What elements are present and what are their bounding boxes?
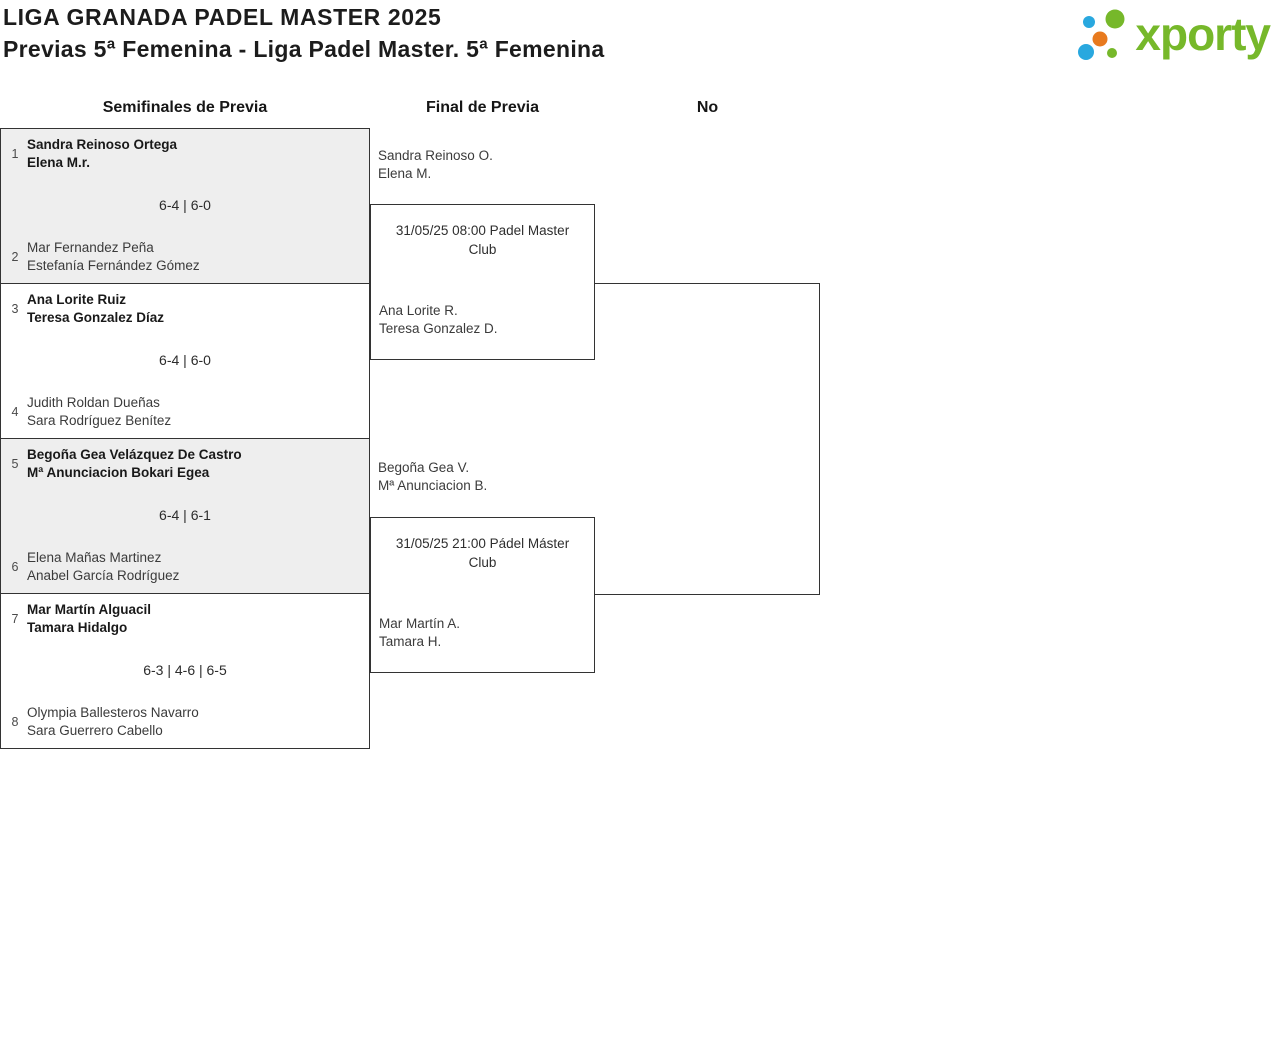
match-score: 6-4 | 6-0 [159,352,211,368]
advancing-team: Mar Martín A. Tamara H. [379,615,460,651]
seed-number: 7 [11,612,19,626]
team-names-winner: Begoña Gea Velázquez De Castro Mª Anunci… [27,446,242,482]
column-header-semifinales: Semifinales de Previa [102,99,268,116]
column-header-final-previa: Final de Previa [426,99,539,116]
match-score: 6-3 | 4-6 | 6-5 [143,662,227,678]
advancing-team: Sandra Reinoso O. Elena M. [378,147,493,183]
xporty-logo-text: xporty [1135,8,1271,60]
team-row: 7 Mar Martín Alguacil Tamara Hidalgo [6,601,363,637]
player-name: Teresa Gonzalez D. [379,321,498,336]
final-slot-box [595,283,820,595]
team-names-winner: Ana Lorite Ruiz Teresa Gonzalez Díaz [27,291,164,327]
column-header-no: No [696,99,719,116]
page-title: LIGA GRANADA PADEL MASTER 2025 [3,4,442,30]
player-name: Ana Lorite R. [379,303,458,318]
xporty-logo[interactable]: xporty [1067,4,1271,64]
team-row: 1 Sandra Reinoso Ortega Elena M.r. [6,136,363,172]
semifinal-match-3[interactable]: 5 Begoña Gea Velázquez De Castro Mª Anun… [0,438,370,594]
seed-number: 4 [11,405,19,419]
player-name: Anabel García Rodríguez [27,568,180,583]
team-row: 8 Olympia Ballesteros Navarro Sara Guerr… [6,704,363,740]
team-names: Mar Fernandez Peña Estefanía Fernández G… [27,239,200,275]
seed-number: 3 [11,302,19,316]
advancing-team: Ana Lorite R. Teresa Gonzalez D. [379,302,498,338]
player-name: Sandra Reinoso O. [378,148,493,163]
xporty-logo-dots-icon [1067,4,1129,64]
player-name: Begoña Gea V. [378,460,470,475]
team-names: Judith Roldan Dueñas Sara Rodríguez Bení… [27,394,171,430]
team-names: Olympia Ballesteros Navarro Sara Guerrer… [27,704,199,740]
match-score: 6-4 | 6-0 [159,197,211,213]
player-name: Estefanía Fernández Gómez [27,258,200,273]
player-name: Mar Fernandez Peña [27,240,154,255]
page-subtitle: Previas 5ª Femenina - Liga Padel Master.… [3,36,605,62]
player-name: Sara Rodríguez Benítez [27,413,172,428]
semifinal-match-2[interactable]: 3 Ana Lorite Ruiz Teresa Gonzalez Díaz 6… [0,283,370,439]
seed-number: 5 [11,457,19,471]
team-row: 2 Mar Fernandez Peña Estefanía Fernández… [6,239,363,275]
match-score: 6-4 | 6-1 [159,507,211,523]
seed-number: 1 [11,147,19,161]
player-name: Mª Anunciacion B. [378,478,488,493]
team-row: 3 Ana Lorite Ruiz Teresa Gonzalez Díaz [6,291,363,327]
team-row: 4 Judith Roldan Dueñas Sara Rodríguez Be… [6,394,363,430]
player-name: Mar Martín A. [379,616,461,631]
player-name: Elena M.r. [27,155,91,170]
player-name: Tamara H. [379,634,442,649]
player-name: Sandra Reinoso Ortega [27,137,178,152]
player-name: Elena M. [378,166,432,181]
player-name: Mar Martín Alguacil [27,602,152,617]
final-previa-match-2[interactable]: 31/05/25 21:00 Pádel Máster Club Mar Mar… [370,517,595,673]
seed-number: 8 [11,715,19,729]
match-schedule: 31/05/25 21:00 Pádel Máster Club [395,536,570,570]
player-name: Tamara Hidalgo [27,620,128,635]
team-row: 6 Elena Mañas Martinez Anabel García Rod… [6,549,363,585]
player-name: Judith Roldan Dueñas [27,395,160,410]
advancing-team: Begoña Gea V. Mª Anunciacion B. [378,459,487,495]
seed-number: 6 [11,560,19,574]
player-name: Begoña Gea Velázquez De Castro [27,447,242,462]
player-name: Olympia Ballesteros Navarro [27,705,199,720]
semifinal-match-1[interactable]: 1 Sandra Reinoso Ortega Elena M.r. 6-4 |… [0,128,370,284]
player-name: Sara Guerrero Cabello [27,723,163,738]
seed-number: 2 [11,250,19,264]
final-previa-match-1[interactable]: 31/05/25 08:00 Padel Master Club Ana Lor… [370,204,595,360]
player-name: Teresa Gonzalez Díaz [27,310,165,325]
match-schedule: 31/05/25 08:00 Padel Master Club [395,223,570,257]
player-name: Elena Mañas Martinez [27,550,162,565]
team-names: Elena Mañas Martinez Anabel García Rodrí… [27,549,179,585]
semifinal-match-4[interactable]: 7 Mar Martín Alguacil Tamara Hidalgo 6-3… [0,593,370,749]
team-names-winner: Sandra Reinoso Ortega Elena M.r. [27,136,177,172]
team-names-winner: Mar Martín Alguacil Tamara Hidalgo [27,601,151,637]
team-row: 5 Begoña Gea Velázquez De Castro Mª Anun… [6,446,363,482]
player-name: Mª Anunciacion Bokari Egea [27,465,210,480]
player-name: Ana Lorite Ruiz [27,292,127,307]
